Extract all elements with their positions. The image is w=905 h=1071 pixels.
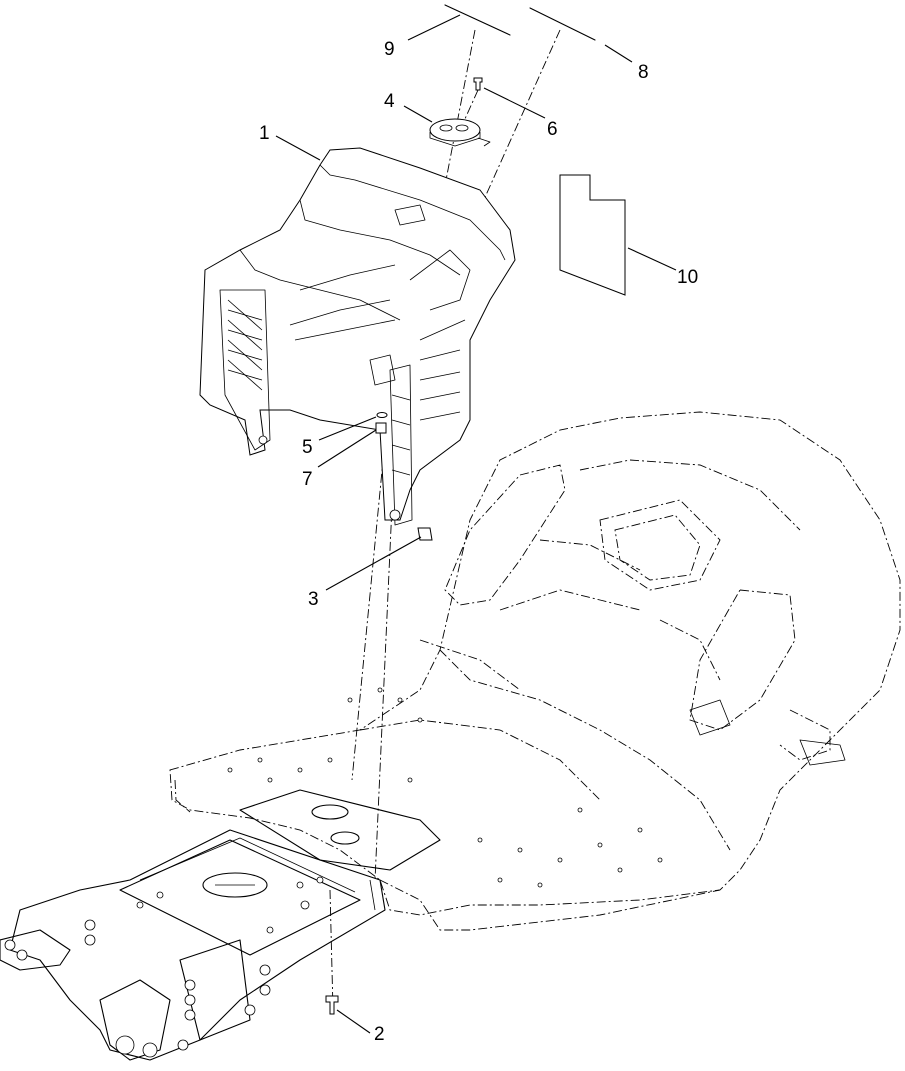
leader-lines bbox=[275, 14, 677, 1034]
callout-4: 4 bbox=[384, 91, 395, 112]
chassis-frame bbox=[0, 789, 441, 1061]
callout-1: 1 bbox=[259, 123, 270, 144]
callout-7: 7 bbox=[302, 469, 313, 490]
small-parts bbox=[325, 4, 626, 1015]
callout-6: 6 bbox=[547, 119, 558, 140]
fender-deck bbox=[169, 411, 901, 931]
callout-2: 2 bbox=[374, 1024, 385, 1045]
console-cover bbox=[199, 147, 516, 526]
callout-10: 10 bbox=[677, 267, 699, 288]
callout-9: 9 bbox=[384, 39, 395, 60]
callout-3: 3 bbox=[308, 589, 319, 610]
callout-8: 8 bbox=[638, 62, 649, 83]
callout-5: 5 bbox=[302, 437, 313, 458]
